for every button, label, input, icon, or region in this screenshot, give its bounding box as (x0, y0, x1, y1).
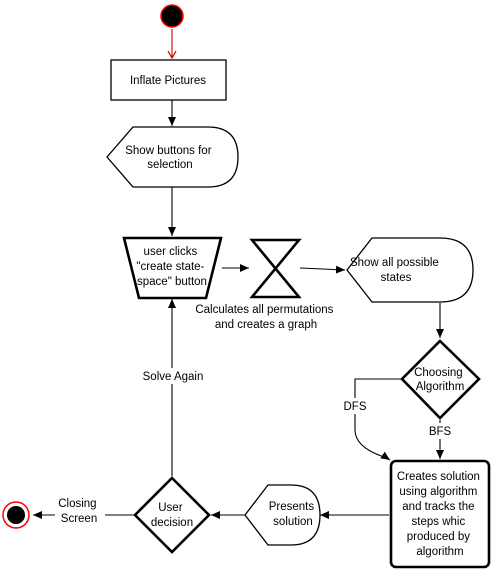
presents-solution-label: Presents solution (269, 501, 318, 528)
choosing-algorithm-node (400, 339, 481, 420)
edge-choosing-dfs-to-creates (354, 378, 402, 461)
presents-solution-node (244, 484, 321, 546)
edge-label-dfs: DFS (344, 401, 367, 413)
edge-label-bg (340, 398, 370, 414)
show-states-node (346, 237, 474, 303)
show-states-label: Show all possible states (350, 257, 442, 284)
user-clicks-node (122, 236, 223, 300)
inflate-pictures-node (110, 59, 227, 101)
user-decision-node (133, 476, 211, 554)
creates-solution-label: Creates solution using algorithm and tra… (397, 471, 483, 558)
end-node (7, 506, 25, 524)
edge-label-bg (425, 423, 455, 439)
creates-solution-node (389, 459, 491, 569)
user-clicks-label: user clicks "create state- space" button (136, 246, 207, 288)
start-node (160, 4, 184, 28)
edge-label-bg (137, 368, 209, 384)
calculates-node (249, 238, 302, 299)
choosing-algorithm-label: Choosing Algorithm (414, 367, 466, 393)
edge-label-bfs: BFS (429, 426, 452, 438)
edge-calculates-to-show-states (299, 265, 346, 274)
show-buttons-label: Show buttons for selection (125, 145, 215, 171)
edge-label-solve-again: Solve Again (143, 371, 204, 383)
user-decision-label: User decision (151, 502, 193, 529)
show-buttons-node (106, 126, 239, 188)
edge-label-bg (55, 496, 105, 526)
edge-label-closing: Closing Screen (58, 498, 100, 525)
inflate-pictures-label: Inflate Pictures (130, 75, 206, 87)
calculates-label: Calculates all permutations and creates … (195, 304, 336, 331)
